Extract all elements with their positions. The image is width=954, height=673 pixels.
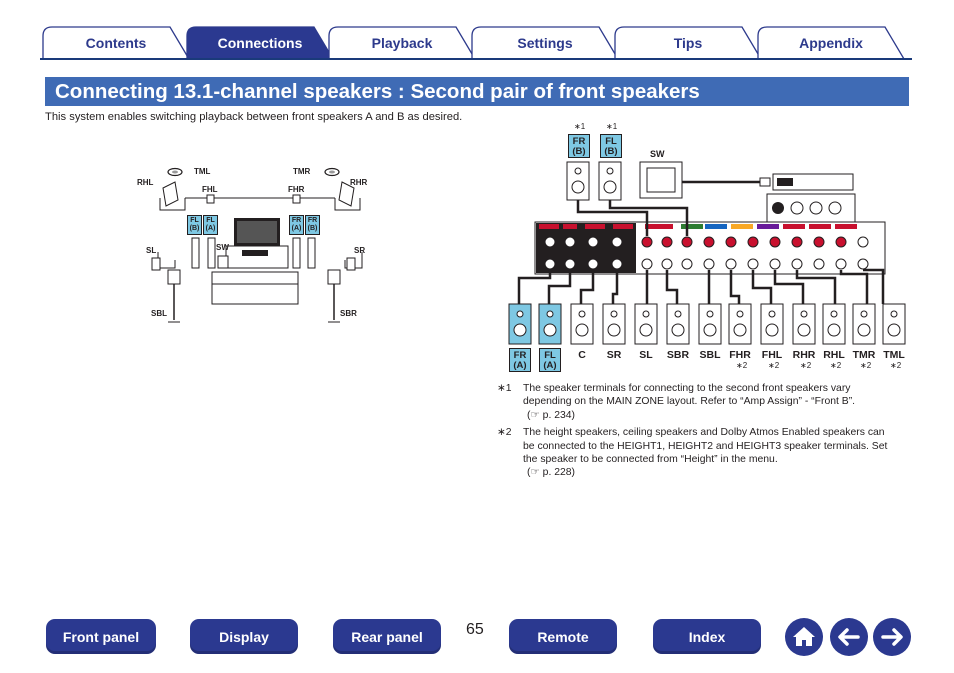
page-reference-link[interactable]: (☞ p. 228)	[527, 467, 576, 479]
label-sbl: SBL	[699, 349, 721, 361]
remote-button[interactable]: Remote	[509, 619, 617, 654]
back-button[interactable]	[830, 618, 868, 656]
footnote-1: ∗1 The speaker terminals for connecting …	[497, 382, 897, 422]
tab-shape	[186, 26, 334, 60]
label-top-fl-b: FL (B)	[600, 134, 622, 158]
note-mark-tml: ∗2	[890, 361, 902, 370]
index-button[interactable]: Index	[653, 619, 761, 654]
label-sl: SL	[639, 349, 653, 361]
label-fl-a: FL (A)	[203, 215, 218, 235]
note-mark-fhr: ∗2	[736, 361, 748, 370]
label-tmr: TMR	[852, 349, 876, 361]
note-mark-rhr: ∗2	[800, 361, 812, 370]
label-sr: SR	[606, 349, 622, 361]
label-fr-a: FR (A)	[289, 215, 304, 235]
label-tmr: TMR	[293, 167, 311, 176]
mark-fr-b: ∗1	[574, 122, 586, 131]
page-number: 65	[466, 621, 484, 638]
tab-label: Appendix	[799, 34, 863, 51]
wiring-diagram: ∗1 ∗1 FR (B) FL (B) SW FR (A) FL (A) C S…	[505, 118, 910, 376]
tab-contents[interactable]: Contents	[42, 26, 190, 60]
footnote-mark: ∗2	[497, 427, 512, 439]
arrow-left-icon	[838, 628, 860, 646]
tab-shape	[328, 26, 476, 60]
page-reference-link[interactable]: (☞ p. 234)	[527, 409, 576, 421]
rear-panel-button[interactable]: Rear panel	[333, 619, 441, 654]
tab-tips[interactable]: Tips	[614, 26, 762, 60]
label-fhr: FHR	[288, 185, 305, 194]
arrow-right-icon	[881, 628, 903, 646]
footnote-text: The speaker terminals for connecting to …	[523, 383, 856, 408]
home-button[interactable]	[785, 618, 823, 656]
label-top-sw: SW	[650, 149, 665, 159]
label-fr-a: FR (A)	[509, 348, 531, 372]
note-mark-rhl: ∗2	[830, 361, 842, 370]
note-mark-fhl: ∗2	[768, 361, 780, 370]
tab-label: Playback	[371, 34, 433, 51]
tab-playback[interactable]: Playback	[328, 26, 476, 60]
label-fhr: FHR	[729, 349, 751, 361]
footnote-text: The height speakers, ceiling speakers an…	[523, 427, 888, 466]
room-layout-diagram: TML TMR RHL RHR FHL FHR FL (B) FL (A) FR…	[130, 160, 390, 330]
label-rhr: RHR	[350, 178, 368, 187]
room-layout-drawing	[151, 167, 363, 323]
label-sbr: SBR	[666, 349, 690, 361]
forward-button[interactable]	[873, 618, 911, 656]
tab-connections[interactable]: Connections	[186, 26, 334, 60]
label-sbr: SBR	[340, 309, 357, 318]
intro-text: This system enables switching playback b…	[45, 111, 463, 123]
tab-appendix[interactable]: Appendix	[757, 26, 905, 60]
front-panel-button[interactable]: Front panel	[46, 619, 156, 654]
label-tml: TML	[194, 167, 211, 176]
label-rhl: RHL	[137, 178, 154, 187]
label-fl-b: FL (B)	[187, 215, 202, 235]
label-sw: SW	[216, 243, 229, 252]
label-fhl: FHL	[202, 185, 218, 194]
tab-shape	[42, 26, 190, 60]
tab-settings[interactable]: Settings	[471, 26, 619, 60]
label-rhl: RHL	[823, 349, 845, 361]
tab-label: Connections	[217, 34, 303, 51]
page-title: Connecting 13.1-channel speakers : Secon…	[55, 80, 700, 103]
tab-shape	[471, 26, 619, 60]
wiring-drawing	[508, 161, 906, 345]
bottom-speaker-row	[508, 303, 906, 345]
label-top-fr-b: FR (B)	[568, 134, 590, 158]
label-fr-b: FR (B)	[305, 215, 320, 235]
label-tml: TML	[883, 349, 905, 361]
label-c: C	[578, 349, 586, 361]
mark-fl-b: ∗1	[606, 122, 618, 131]
footnote-2: ∗2 The height speakers, ceiling speakers…	[497, 426, 897, 480]
tab-shape	[757, 26, 905, 60]
tab-label: Settings	[517, 34, 573, 51]
display-button[interactable]: Display	[190, 619, 298, 654]
tab-underline	[40, 58, 912, 60]
label-sr: SR	[354, 246, 366, 255]
tab-label: Tips	[673, 34, 703, 51]
tab-bar: Contents Connections Playback Settings T…	[0, 0, 954, 62]
label-sl: SL	[146, 246, 157, 255]
label-sbl: SBL	[151, 309, 167, 318]
tab-label: Contents	[85, 34, 147, 51]
tab-shape	[614, 26, 762, 60]
footnote-mark: ∗1	[497, 383, 512, 394]
footnotes: ∗1 The speaker terminals for connecting …	[497, 382, 897, 484]
label-rhr: RHR	[792, 349, 816, 361]
label-fhl: FHL	[761, 349, 783, 361]
label-fl-a: FL (A)	[539, 348, 561, 372]
home-icon	[793, 627, 815, 646]
page-title-bar: Connecting 13.1-channel speakers : Secon…	[45, 77, 909, 106]
note-mark-tmr: ∗2	[860, 361, 872, 370]
